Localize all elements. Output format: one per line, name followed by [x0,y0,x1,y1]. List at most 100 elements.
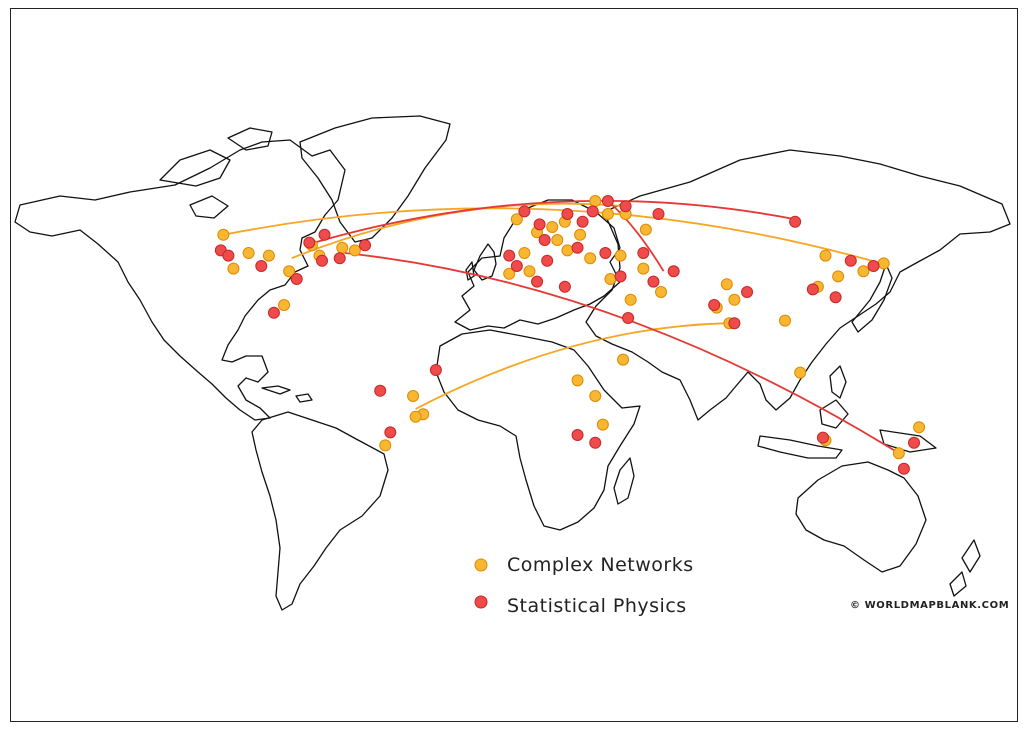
statistical-physics-point [255,260,268,272]
africa-outline [435,329,641,531]
statistical-physics-point [384,426,397,439]
australia-outline [795,461,927,573]
complex-networks-point [523,265,536,278]
complex-networks-point [518,247,531,259]
philippines-outline [829,365,847,399]
connection-arc-red [314,199,796,244]
statistical-physics-point [728,317,741,330]
complex-networks-point [913,421,926,434]
complex-networks-point [348,244,361,257]
statistical-physics-point [374,384,387,397]
statistical-physics-point [599,247,612,259]
complex-networks-point [571,374,584,387]
complex-networks-point [794,366,807,379]
statistical-physics-point [708,299,721,311]
statistical-physics-point [586,205,599,218]
complex-networks-point [503,267,516,280]
complex-networks-point [409,410,422,423]
complex-networks-point [242,247,255,259]
complex-networks-point [655,286,668,298]
legend-label-statistical-physics: Statistical Physics [507,595,687,617]
connection-links [223,199,900,454]
complex-networks-point [379,439,392,452]
statistical-physics-point [538,234,551,246]
statistical-physics-point [571,429,584,441]
madagascar-outline [613,457,635,505]
statistical-physics-point [267,306,280,319]
statistical-physics-point [647,275,660,288]
statistical-physics-point [541,254,554,267]
legend-label-complex-networks: Complex Networks [507,554,694,576]
statistical-physics-point [531,275,544,288]
complex-networks-point [728,293,741,306]
statistical-physics-point [897,462,910,475]
complex-networks-point [779,314,791,327]
new-zealand-outline [949,539,981,597]
statistical-physics-point [614,270,627,283]
caribbean-outline [261,385,313,403]
south-america-outline [251,411,389,611]
complex-networks-point [227,262,240,275]
land-outlines [14,115,1011,611]
complex-networks-point [857,265,870,278]
complex-networks-point [262,249,275,262]
connection-arc-orange [415,322,727,410]
greenland-outline [299,115,451,243]
statistical-physics-point [867,260,880,272]
complex-networks-point [510,213,523,226]
statistical-physics-point [589,436,602,449]
statistical-physics-point [741,286,754,298]
statistical-physics-point [333,252,346,265]
complex-networks-point [601,208,614,220]
statistical-physics-point [290,273,303,285]
statistical-physics-point [533,218,546,231]
statistical-physics-point [806,283,819,296]
complex-networks-point [819,249,832,262]
complex-networks-point [832,270,845,283]
complex-networks-point [278,299,291,311]
statistical-physics-point [316,254,329,267]
statistical-physics-point [908,436,921,449]
statistical-physics-point [844,254,857,267]
legend-marker-complex-networks [474,558,488,572]
complex-networks-point [574,228,587,241]
connection-arc-red [344,252,900,454]
statistical-physics-point [318,228,331,241]
british-isles-outline [465,243,497,281]
complex-networks-point [720,278,733,291]
legend-marker-statistical-physics [474,595,488,609]
complex-networks-point [283,265,296,278]
statistical-physics-point [601,195,614,207]
complex-networks-point [892,447,905,460]
complex-networks-point [637,262,650,275]
statistical-physics-point [561,208,574,220]
complex-networks-point [589,195,602,207]
complex-networks-point [617,353,630,366]
statistical-physics-point [816,431,829,444]
complex-networks-point [639,223,652,236]
complex-networks-point [336,241,349,254]
complex-networks-point [546,221,559,233]
complex-networks-point [584,252,597,265]
complex-networks-point [551,234,564,246]
statistical-physics-point [829,291,842,304]
asia-outline [585,149,1011,421]
statistical-physics-point [789,215,802,228]
statistical-physics-point [667,265,680,278]
statistical-physics-point [652,208,665,220]
statistical-physics-point [429,364,442,376]
indonesia-outline [757,399,937,459]
complex-networks-point [589,390,602,402]
statistical-physics-point [503,249,516,262]
statistical-physics-point [518,205,531,218]
statistical-physics-point [622,312,635,324]
statistical-physics-point [303,236,316,249]
statistical-physics-point [359,239,372,252]
statistical-physics-point [571,241,584,254]
complex-networks-point [604,273,617,285]
statistical-physics-points [214,195,921,475]
connection-arc-red [607,200,665,272]
complex-networks-point [217,228,230,241]
connection-arc-orange [223,207,882,265]
